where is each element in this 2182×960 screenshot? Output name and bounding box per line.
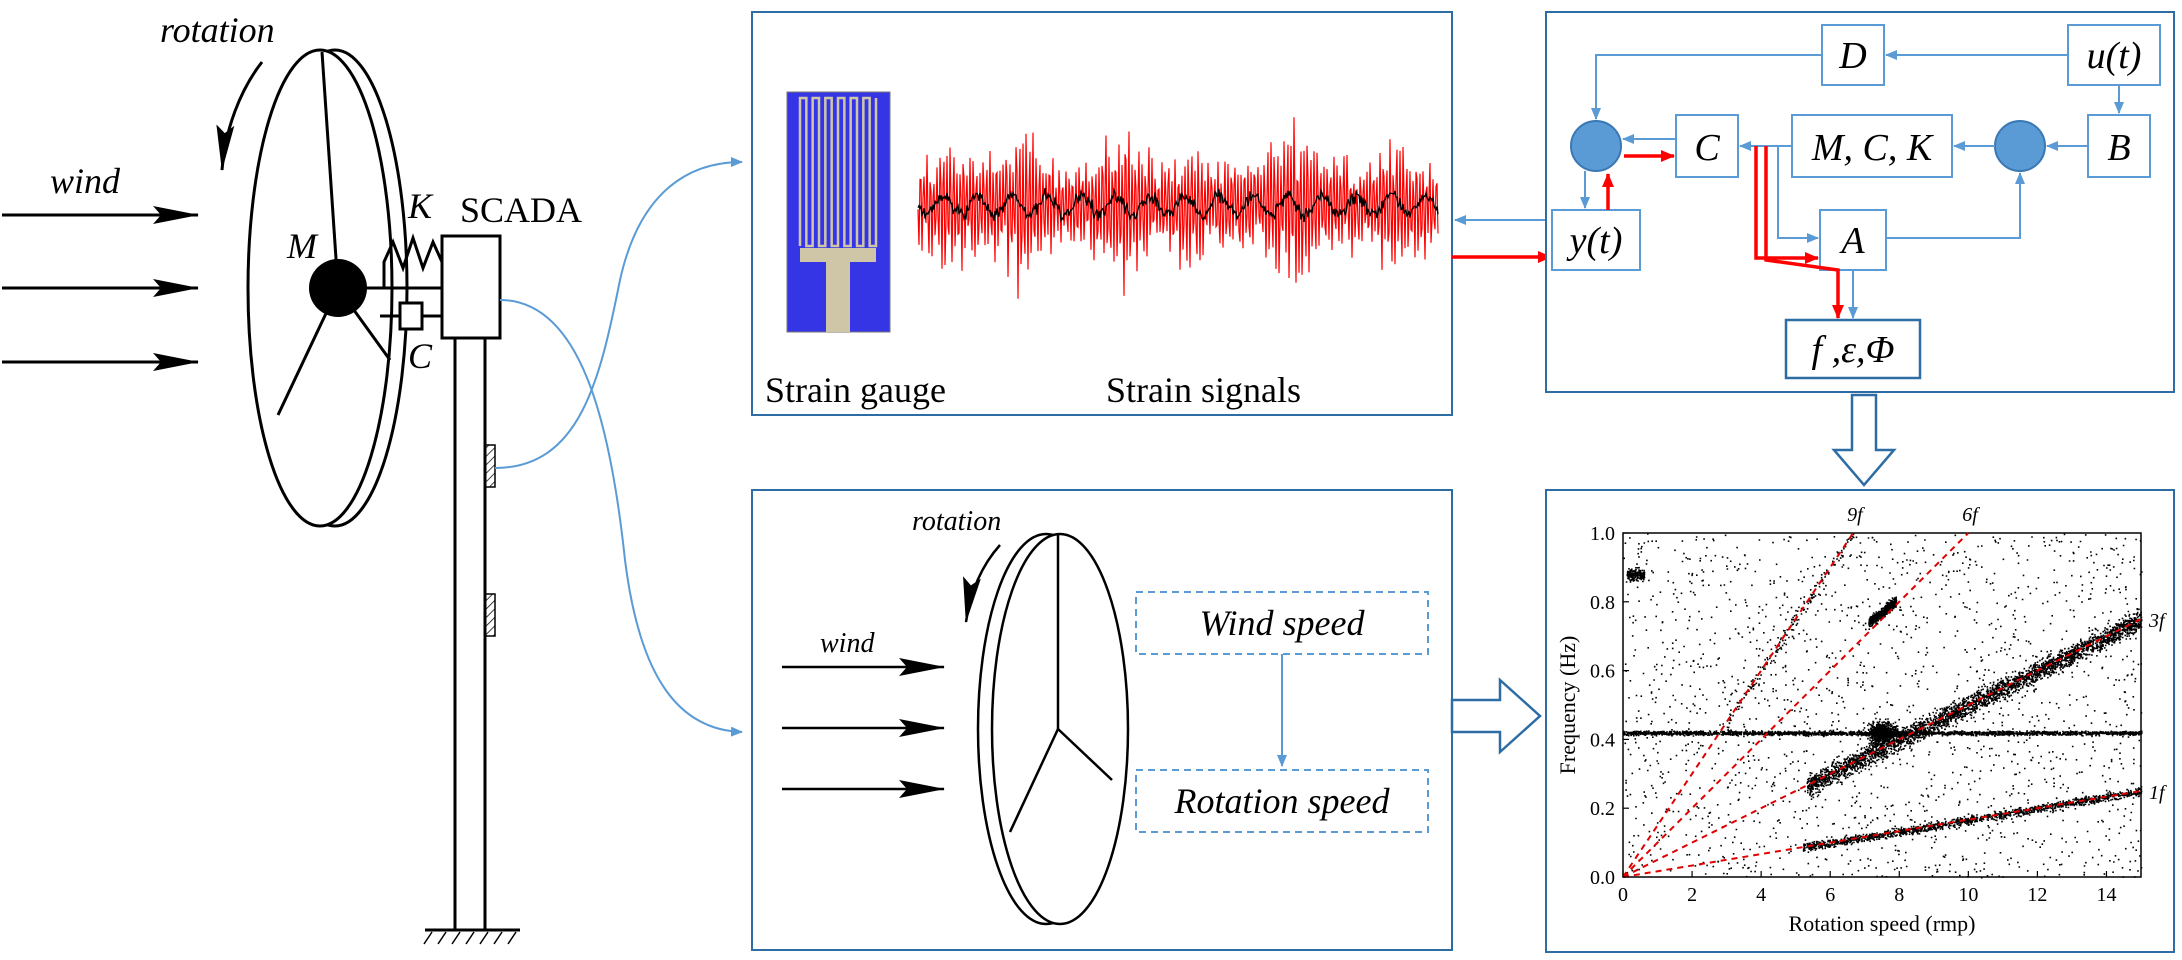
gauge-grid	[798, 96, 878, 248]
scada-blade-3	[1057, 728, 1113, 781]
damper-element	[398, 301, 424, 331]
scada-rotation-label: rotation	[912, 506, 1001, 537]
down-hollow-arrow	[1831, 393, 1897, 487]
strain-gauge-label: Strain gauge	[765, 370, 946, 410]
strain-panel: Strain gauge Strain signals	[751, 11, 1453, 416]
block-B-label: B	[2107, 127, 2130, 169]
gauge-grid-trace	[798, 96, 878, 248]
block-C-label: C	[1694, 127, 1720, 169]
block-output-label: f ,ε,Φ	[1812, 329, 1895, 371]
spring-element	[382, 233, 444, 288]
turbine-wind-label: wind	[50, 161, 121, 201]
hub-mass	[309, 259, 367, 317]
block-MCK-label: M, C, K	[1811, 127, 1934, 169]
scada-label: SCADA	[460, 190, 582, 230]
x-tick-label: 8	[1894, 884, 1904, 906]
mass-label: M	[286, 226, 319, 266]
block-D-label: D	[1838, 35, 1866, 77]
strain-signal-red	[917, 117, 1439, 299]
y-tick-label: 0.2	[1590, 798, 1615, 820]
y-tick-label: 0.6	[1590, 661, 1615, 683]
block-C	[1675, 114, 1739, 178]
harmonic-line-3f	[1622, 618, 2142, 878]
block-output	[1784, 318, 1922, 380]
scada-to-panel-curve	[499, 299, 743, 737]
rotation-arrow	[216, 61, 264, 171]
campbell-chart: 1f 3f 6f 9f 0.0 0.2 0.4 0.6 0.8 1.0 0 2 4 6 8 10 12 14Rot…	[1555, 504, 2167, 936]
sensor-to-strain-curve	[494, 157, 743, 469]
y-tick-label: 0.0	[1590, 867, 1615, 889]
block-D	[1821, 24, 1885, 86]
harmonic-label-9f: 9f	[1847, 504, 1865, 526]
x-tick-label: 0	[1618, 884, 1628, 906]
rotation-speed-box	[1135, 769, 1429, 833]
scada-panel: rotation wind Wind speed Rotation speed	[751, 489, 1453, 951]
x-tick-label: 4	[1756, 884, 1766, 906]
block-y-label: y(t)	[1566, 220, 1623, 262]
x-axis-label: Rotation speed (rmp)	[1789, 911, 1976, 936]
scada-blade-2	[1008, 728, 1060, 833]
scada-rotor-front	[990, 532, 1130, 926]
spring-label: K	[407, 186, 434, 226]
strain-sensor-2	[484, 593, 496, 637]
x-tick-label: 2	[1687, 884, 1697, 906]
y-tick-label: 0.4	[1590, 729, 1615, 751]
y-axis-label: Frequency (Hz)	[1555, 636, 1580, 775]
wind-speed-label: Wind speed	[1200, 603, 1366, 643]
state-space-panel: D u(t) C M, C, K B y(t) A f ,ε,Φ	[1545, 11, 2175, 393]
campbell-panel: 1f 3f 6f 9f 0.0 0.2 0.4 0.6 0.8 1.0 0 2 4 6 8 10 12 14Rot…	[1545, 489, 2175, 953]
turbine-sketch: rotation wind M K C SCADA	[2, 10, 582, 945]
block-A-label: A	[1838, 220, 1865, 262]
scada-rotation-arrow	[963, 544, 1001, 623]
x-tick-label: 6	[1825, 884, 1835, 906]
plot-frame	[1622, 532, 2142, 878]
blade-1	[320, 51, 340, 289]
y-tick-label: 0.8	[1590, 592, 1615, 614]
strain-signals-plot	[917, 117, 1439, 299]
block-u-label: u(t)	[2087, 35, 2142, 77]
harmonic-label-1f: 1f	[2149, 782, 2167, 804]
summing-node-right	[1994, 120, 2046, 172]
right-hollow-arrow	[1450, 677, 1542, 755]
block-A	[1819, 209, 1887, 271]
turbine-rotation-label: rotation	[160, 10, 275, 50]
harmonic-line-9f	[1622, 532, 1855, 878]
block-flow-lines	[1580, 50, 2124, 319]
strain-sensor-1	[484, 444, 496, 488]
y-tick-label: 1.0	[1590, 523, 1615, 545]
x-tick-label: 10	[1958, 884, 1978, 906]
strain-gauge-icon	[786, 91, 891, 333]
block-y	[1551, 209, 1641, 271]
ground-hatch	[423, 931, 517, 945]
nacelle	[440, 234, 502, 340]
scada-wind-label: wind	[820, 628, 875, 659]
harmonic-line-6f	[1622, 532, 1969, 878]
harmonic-label-6f: 6f	[1962, 504, 1980, 526]
strain-signal-black	[917, 187, 1439, 223]
identification-path	[1602, 146, 1844, 319]
damper-label: C	[408, 336, 433, 376]
summing-node-left	[1570, 120, 1622, 172]
rotation-speed-label: Rotation speed	[1174, 781, 1391, 821]
x-tick-label: 12	[2027, 884, 2047, 906]
gauge-pad	[800, 248, 876, 262]
gauge-lead	[826, 262, 850, 332]
block-B	[2087, 114, 2151, 178]
campbell-panel-border	[1545, 489, 2175, 953]
block-MCK	[1791, 114, 1953, 178]
x-tick-label: 14	[2096, 884, 2116, 906]
wind-speed-box	[1135, 591, 1429, 655]
strain-signals-label: Strain signals	[1106, 370, 1301, 410]
harmonic-label-3f: 3f	[2148, 610, 2167, 632]
